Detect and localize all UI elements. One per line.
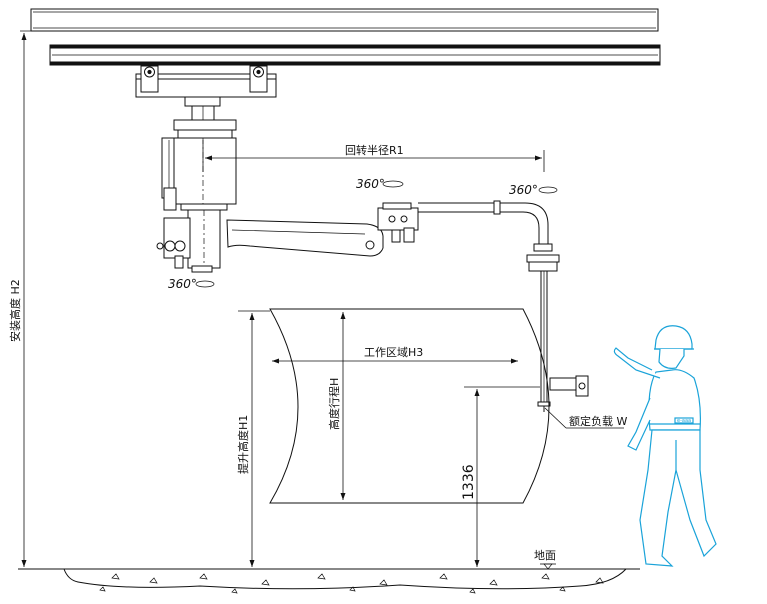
dimension-1336-label: 1336: [461, 464, 477, 500]
rotation-symbol-c: [195, 280, 215, 288]
balance-arm: [226, 202, 419, 257]
trolley: [135, 65, 277, 121]
lift-height-dimension: [238, 310, 270, 567]
ground-label: 地面: [534, 549, 556, 562]
ceiling-beam: [30, 8, 659, 32]
work-area-label: 工作区域H3: [364, 346, 423, 359]
ground-marker: [540, 563, 556, 570]
lift-height-label: 提升高度H1: [236, 415, 250, 474]
rated-load-label: 额定负载 W: [569, 414, 627, 428]
rotation-symbol-b: [538, 186, 558, 194]
column-assembly: [156, 119, 237, 273]
track-rail: [49, 44, 661, 66]
rotation-label-a: 360°: [356, 177, 385, 191]
worker-badge-label: e-aaa: [677, 418, 691, 424]
install-height-label: 安装高度 H2: [8, 279, 22, 342]
lift-stroke-label: 高度行程H: [327, 378, 341, 430]
ground-line: [18, 568, 640, 594]
rotation-label-b: 360°: [509, 183, 538, 197]
install-height-dimension: [20, 30, 60, 567]
work-area-envelope: [269, 308, 550, 504]
rotation-label-c: 360°: [168, 277, 197, 291]
worker-figure: [613, 325, 717, 567]
pipe-assembly: [418, 200, 589, 412]
rated-load-leader: [544, 407, 624, 429]
rotation-symbol-a: [382, 180, 404, 188]
rotation-radius-dimension: [202, 140, 545, 172]
dimension-1336: [464, 386, 540, 567]
rotation-radius-label: 回转半径R1: [345, 143, 404, 157]
